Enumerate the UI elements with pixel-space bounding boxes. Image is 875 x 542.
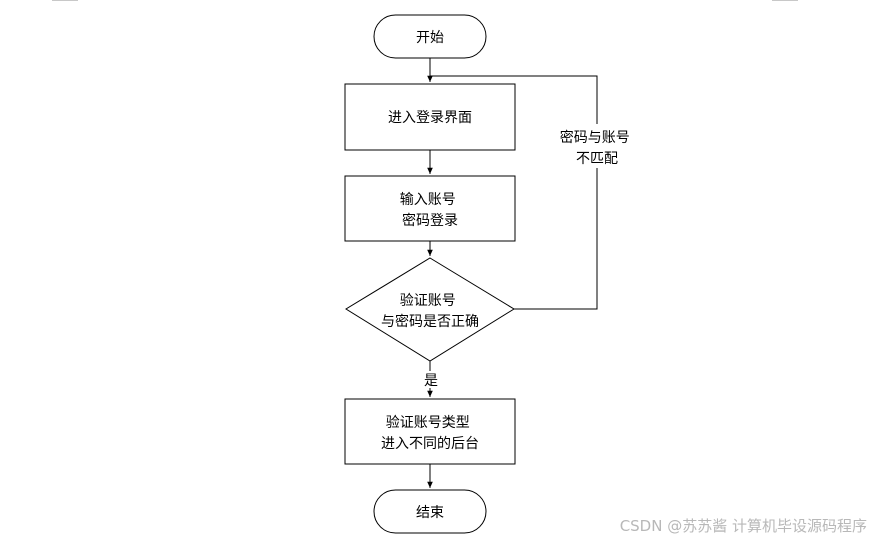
- node-enter-credentials-label: 输入账号 密码登录: [400, 192, 460, 229]
- edge-label-mismatch: 密码与账号 不匹配: [550, 124, 644, 168]
- node-start-label: 开始: [416, 30, 444, 46]
- node-end-label: 结束: [416, 505, 444, 521]
- edge-mismatch-loop: [430, 75, 598, 310]
- edge-label-yes: 是: [422, 371, 440, 389]
- node-dispatch: 验证账号类型 进入不同的后台: [344, 398, 516, 465]
- edge-label-yes-text: 是: [424, 373, 438, 389]
- node-dispatch-label: 验证账号类型 进入不同的后台: [381, 415, 479, 452]
- node-login-page-label: 进入登录界面: [388, 110, 472, 126]
- node-verify-decision: 验证账号 与密码是否正确: [345, 257, 515, 362]
- watermark: CSDN @苏苏酱 计算机毕设源码程序: [619, 517, 867, 535]
- node-login-page: 进入登录界面: [344, 83, 516, 151]
- corner-mark-left: [52, 0, 78, 1]
- node-verify-label: 验证账号 与密码是否正确: [381, 293, 479, 330]
- edge-label-mismatch-text: 密码与账号 不匹配: [560, 129, 634, 167]
- node-start: 开始: [373, 14, 487, 59]
- node-enter-credentials: 输入账号 密码登录: [344, 175, 516, 242]
- corner-mark-right: [772, 0, 798, 1]
- node-end: 结束: [373, 489, 487, 534]
